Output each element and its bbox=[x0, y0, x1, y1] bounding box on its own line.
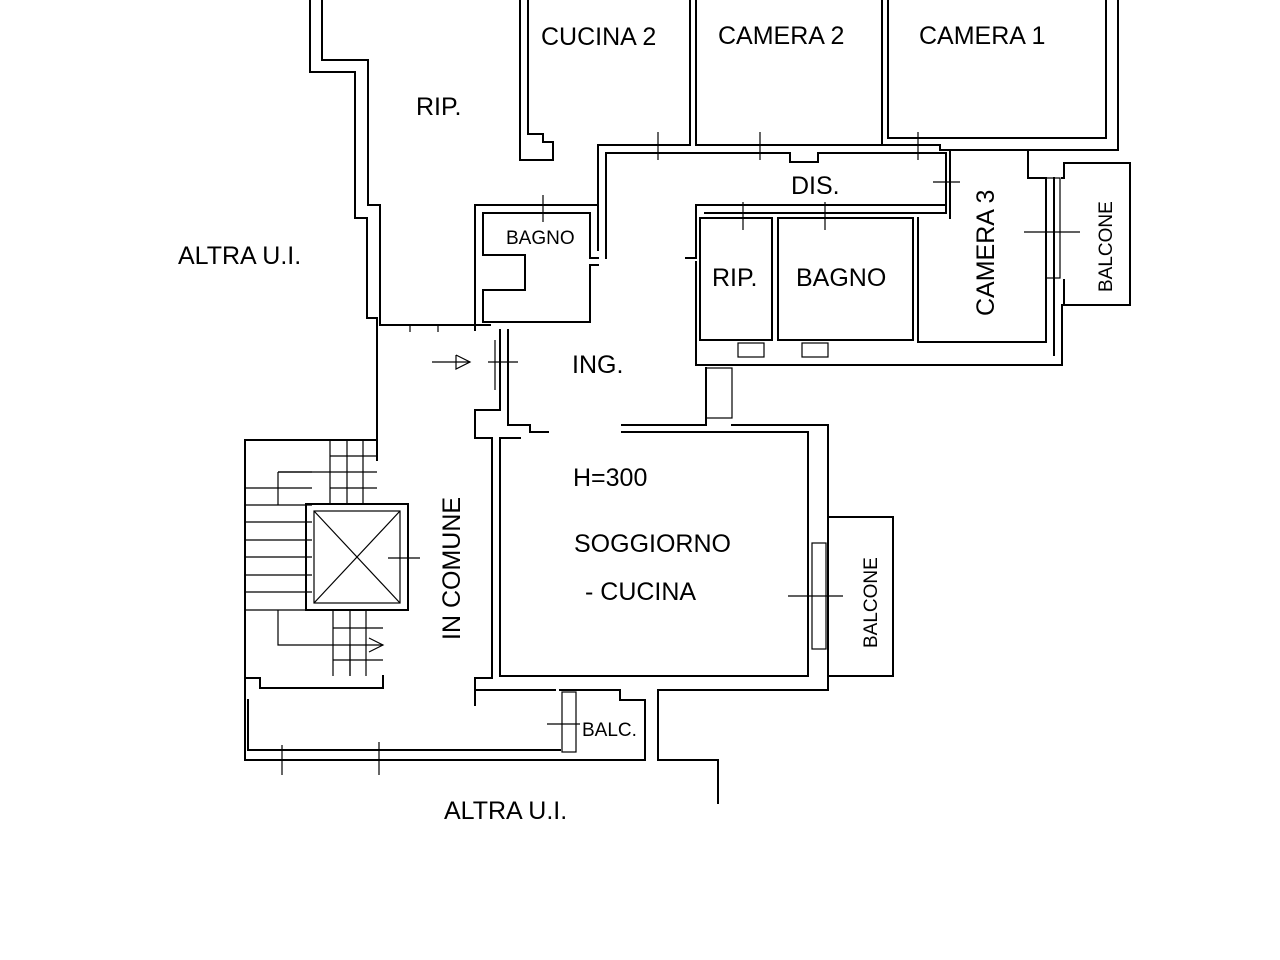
room-labels: CUCINA 2 CAMERA 2 CAMERA 1 RIP. DIS. BAG… bbox=[178, 22, 1117, 825]
label-cucina: - CUCINA bbox=[585, 578, 696, 606]
fixtures bbox=[245, 132, 1080, 775]
label-balcone-mid: BALCONE bbox=[861, 557, 882, 648]
label-soggiorno: SOGGIORNO bbox=[574, 530, 731, 558]
label-camera-2: CAMERA 2 bbox=[718, 22, 844, 50]
label-bagno: BAGNO bbox=[796, 264, 886, 292]
label-height: H=300 bbox=[573, 464, 647, 492]
label-camera-1: CAMERA 1 bbox=[919, 22, 1045, 50]
walls bbox=[244, 0, 1131, 804]
label-rip-mid: RIP. bbox=[712, 264, 757, 292]
label-cucina-2: CUCINA 2 bbox=[541, 23, 656, 51]
label-altra-ui-bottom: ALTRA U.I. bbox=[444, 797, 567, 825]
label-in-comune: IN COMUNE bbox=[438, 497, 466, 640]
label-dis: DIS. bbox=[791, 172, 840, 200]
label-bagno-small: BAGNO bbox=[506, 228, 575, 249]
label-balc: BALC. bbox=[582, 720, 637, 741]
label-ing: ING. bbox=[572, 351, 623, 379]
label-camera-3: CAMERA 3 bbox=[972, 190, 1000, 316]
label-balcone-right: BALCONE bbox=[1096, 201, 1117, 292]
label-rip-top: RIP. bbox=[416, 93, 461, 121]
label-altra-ui-left: ALTRA U.I. bbox=[178, 242, 301, 270]
